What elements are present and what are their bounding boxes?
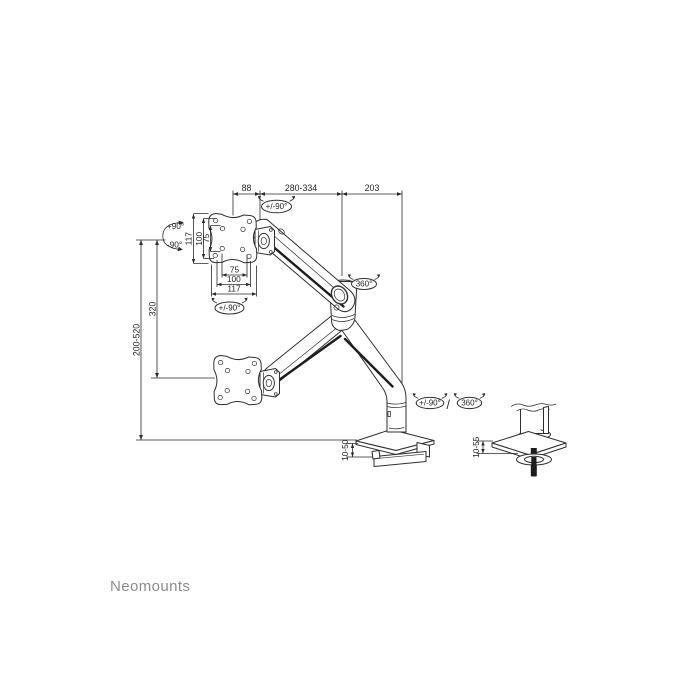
dimension-lines	[139, 192, 518, 458]
tilt-down-label: -90°	[167, 239, 182, 249]
vesa-dim-v-100: 100	[194, 231, 204, 245]
vesa-dim-v-75: 75	[201, 233, 211, 243]
dim-label-offset: 88	[242, 183, 252, 193]
grommet-column	[520, 406, 549, 434]
rotation-base-360: 360°	[453, 393, 486, 410]
elbow-end-cap	[330, 285, 349, 311]
rotation-labels: +/-90° +/-90° 360° +/-90° / 360°	[211, 195, 486, 412]
rotation-base-swivel: +/-90°	[412, 393, 448, 410]
gas-spring-indicator	[343, 337, 394, 388]
dim-label-grommet-thickness: 10-55	[471, 436, 481, 458]
dimension-labels: 88 280-334 203 200-520 320 117 100 75 75…	[131, 183, 481, 461]
svg-text:360°: 360°	[356, 280, 373, 289]
break-line	[510, 403, 557, 407]
dim-label-base-offset: 203	[365, 183, 380, 193]
desk-clamp-base	[355, 429, 435, 467]
vesa-dim-h-75: 75	[230, 265, 240, 275]
forearm-and-column	[336, 314, 407, 433]
dim-label-height-range: 200-520	[131, 324, 141, 356]
rotation-head-swivel: +/-90°	[257, 195, 296, 214]
clamp-bottom-arm	[373, 451, 427, 467]
svg-text:+/-90°: +/-90°	[419, 399, 441, 408]
grommet-mount	[491, 403, 567, 477]
threaded-rod	[531, 457, 537, 477]
gas-spring-indicator	[275, 334, 342, 383]
vesa-dim-h-100: 100	[227, 274, 241, 284]
brand-logo: Neomounts	[110, 578, 190, 595]
rotation-vesa: +/-90°	[211, 297, 248, 315]
vesa-dim-h-117: 117	[227, 284, 241, 294]
lower-vesa-plate	[213, 355, 280, 406]
svg-text:+/-90°: +/-90°	[266, 202, 288, 211]
svg-text:360°: 360°	[461, 399, 478, 408]
tilt-indicator: +90° -90°	[162, 220, 184, 252]
dim-label-clamp-thickness: 10-50	[340, 439, 350, 461]
rotation-elbow: 360°	[347, 274, 381, 290]
rotation-separator: /	[447, 398, 451, 412]
vesa-dim-v-117: 117	[184, 232, 194, 246]
clamp-lip	[371, 450, 381, 460]
dim-label-reach-range: 280-334	[285, 183, 317, 193]
dim-label-height-mid: 320	[147, 302, 157, 317]
tilt-up-label: +90°	[167, 221, 184, 231]
svg-text:+/-90°: +/-90°	[219, 304, 241, 313]
